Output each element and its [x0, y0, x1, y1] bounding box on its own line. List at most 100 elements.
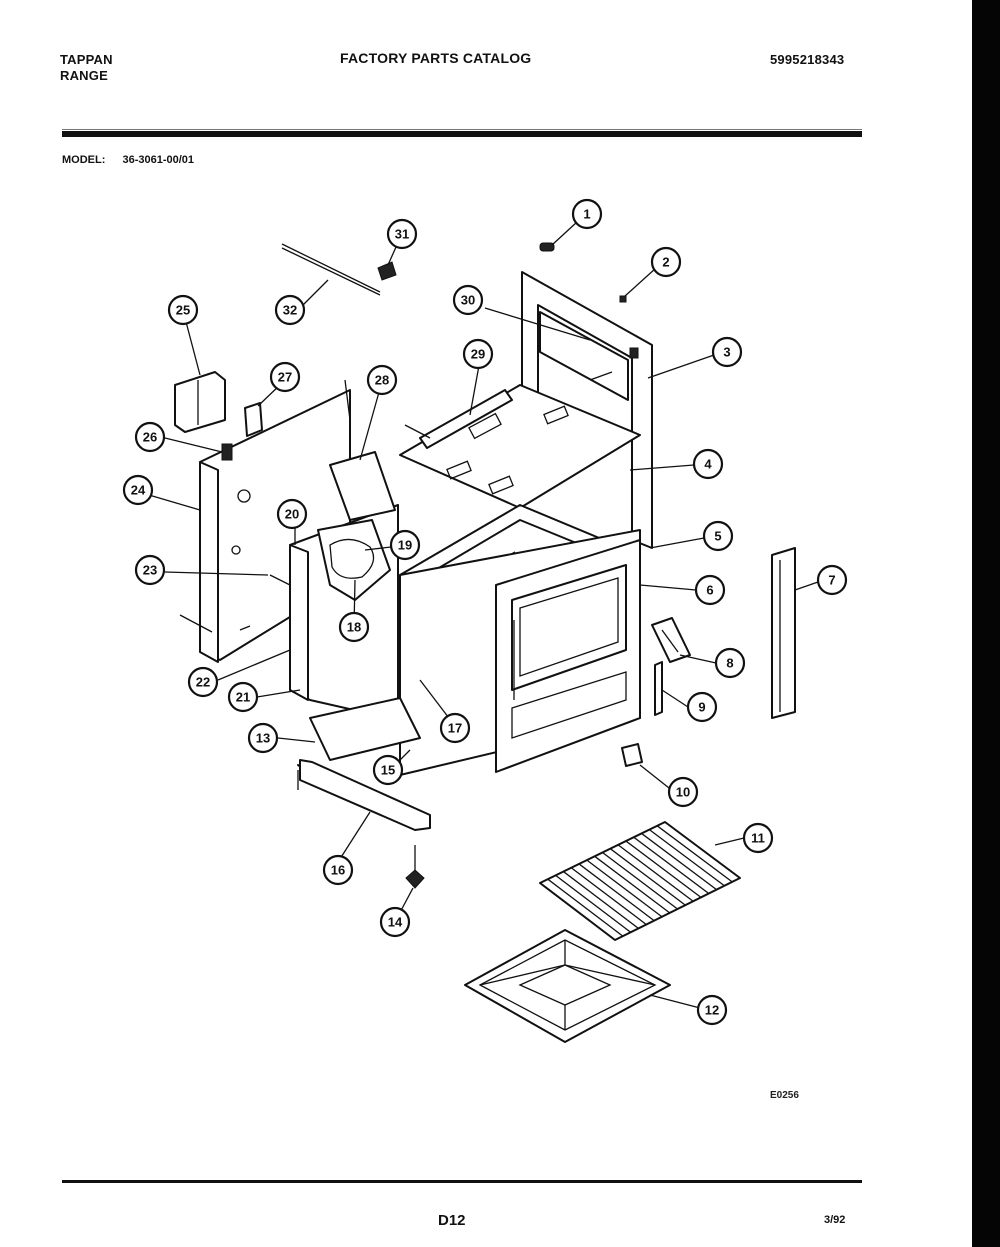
model-line: MODEL: 36-3061-00/01 [62, 154, 194, 166]
callout-22: 22 [187, 666, 219, 698]
callout-11-label: 11 [751, 831, 765, 846]
callout-6-label: 6 [706, 583, 713, 598]
callout-13: 13 [247, 722, 279, 754]
callout-19: 19 [389, 529, 421, 561]
callout-14: 14 [379, 906, 411, 938]
callout-29: 29 [462, 338, 494, 370]
rack-wire [594, 855, 671, 914]
callout-32-label: 32 [283, 303, 297, 318]
page-id: D12 [438, 1212, 466, 1229]
rack-wire [609, 848, 686, 906]
rack-wire [633, 836, 710, 895]
callout-16: 16 [322, 854, 354, 886]
callout-4-label: 4 [704, 457, 712, 472]
callout-31: 31 [386, 218, 418, 250]
inner-side-panel-drawing [269, 504, 399, 721]
callout-21: 21 [227, 681, 259, 713]
callout-1: 1 [571, 198, 603, 230]
rack-wire [602, 851, 678, 910]
catalog-title: FACTORY PARTS CATALOG [340, 50, 532, 66]
callout-10-label: 10 [676, 785, 690, 800]
callout-21-label: 21 [236, 690, 250, 705]
rack-wire [648, 829, 725, 887]
brand-line-2: RANGE [60, 68, 108, 83]
callout-7: 7 [816, 564, 848, 596]
callout-17-label: 17 [448, 721, 462, 736]
broiler-pan-drawing [464, 929, 671, 1043]
callout-24-label: 24 [131, 483, 146, 498]
small-parts-drawing [539, 242, 691, 767]
callout-26-label: 26 [143, 430, 157, 445]
rack-wire [578, 863, 655, 922]
callout-28: 28 [366, 364, 398, 396]
callout-7-label: 7 [828, 573, 835, 588]
callout-20: 20 [276, 498, 308, 530]
catalog-number: 5995218343 [770, 52, 845, 67]
callout-9: 9 [686, 691, 718, 723]
rack-wire [563, 871, 639, 929]
header-rule [62, 131, 862, 137]
callout-25: 25 [167, 294, 199, 326]
kickplate-drawing [297, 697, 431, 831]
callout-2-label: 2 [662, 255, 669, 270]
callout-5: 5 [702, 520, 734, 552]
callout-27-label: 27 [278, 370, 292, 385]
oven-door-drawing [399, 529, 641, 776]
callout-30: 30 [452, 284, 484, 316]
callout-13-label: 13 [256, 731, 270, 746]
callout-15: 15 [372, 754, 404, 786]
callout-32: 32 [274, 294, 306, 326]
header-rule-thin [62, 129, 862, 130]
callout-26: 26 [134, 421, 166, 453]
callout-4: 4 [692, 448, 724, 480]
callout-20-label: 20 [285, 507, 299, 522]
brand-line-1: TAPPAN [60, 52, 113, 67]
callout-10: 10 [667, 776, 699, 808]
callout-25-label: 25 [176, 303, 190, 318]
rack-wire [555, 874, 632, 933]
callout-30-label: 30 [461, 293, 475, 308]
model-value: 36-3061-00/01 [122, 154, 195, 166]
callout-16-label: 16 [331, 863, 345, 878]
callout-22-label: 22 [196, 675, 210, 690]
footer-rule [62, 1180, 862, 1183]
page-number: 3/92 [824, 1214, 846, 1226]
callout-23: 23 [134, 554, 166, 586]
callout-8: 8 [714, 647, 746, 679]
top-panel-drawing [399, 384, 641, 509]
rack-wire [625, 840, 702, 898]
callout-8-label: 8 [726, 656, 733, 671]
callout-27: 27 [269, 361, 301, 393]
rack-wire [547, 878, 624, 937]
callout-3-label: 3 [723, 345, 730, 360]
callouts: 1 2 3 4 5 6 7 8 9 10 11 12 13 14 15 16 1… [122, 198, 848, 1026]
rack-wire [617, 844, 694, 902]
callout-15-label: 15 [381, 763, 395, 778]
callout-2: 2 [650, 246, 682, 278]
scan-edge-bar [972, 0, 1000, 1247]
callout-17: 17 [439, 712, 471, 744]
callout-12: 12 [696, 994, 728, 1026]
leveling-leg-drawing [405, 845, 425, 889]
callout-18: 18 [338, 611, 370, 643]
rack-wire [570, 867, 647, 926]
callout-5-label: 5 [714, 529, 721, 544]
callout-28-label: 28 [375, 373, 389, 388]
callout-3: 3 [711, 336, 743, 368]
callout-29-label: 29 [471, 347, 485, 362]
callout-23-label: 23 [143, 563, 157, 578]
callout-14-label: 14 [388, 915, 403, 930]
oven-rack-drawing [539, 821, 741, 941]
callout-31-label: 31 [395, 227, 409, 242]
trim-strip-drawing [771, 547, 796, 719]
rack-wire [586, 859, 663, 918]
callout-1-label: 1 [583, 207, 590, 222]
rack-wire [656, 825, 733, 883]
callout-19-label: 19 [398, 538, 412, 553]
callout-24: 24 [122, 474, 154, 506]
drawing-number: E0256 [770, 1090, 799, 1101]
callout-12-label: 12 [705, 1003, 719, 1018]
callout-11: 11 [742, 822, 774, 854]
callout-6: 6 [694, 574, 726, 606]
callout-9-label: 9 [698, 700, 705, 715]
